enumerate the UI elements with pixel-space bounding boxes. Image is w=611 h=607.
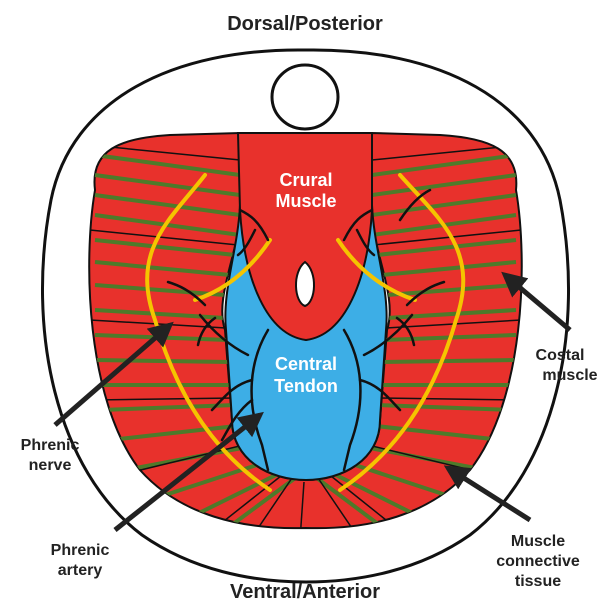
costal-muscle-label-1: Costal: [536, 347, 585, 364]
phrenic-artery-label-1: Phrenic: [51, 542, 110, 559]
phrenic-artery-label-2: artery: [58, 562, 103, 579]
phrenic-nerve-label-2: nerve: [29, 457, 72, 474]
dorsal-label: Dorsal/Posterior: [227, 13, 383, 35]
ventral-label: Ventral/Anterior: [230, 581, 380, 603]
costal-muscle-label-2: muscle: [542, 367, 597, 384]
connective-tissue-label-2: connective: [496, 553, 580, 570]
phrenic-nerve-label-1: Phrenic: [21, 437, 80, 454]
crural-muscle-label-2: Muscle: [275, 191, 336, 211]
connective-tissue-label-1: Muscle: [511, 533, 565, 550]
connective-tissue-label-3: tissue: [515, 573, 561, 590]
esophageal-opening: [296, 262, 314, 306]
central-tendon-label-2: Tendon: [274, 376, 338, 396]
central-tendon-label-1: Central: [275, 354, 337, 374]
vertebra: [272, 65, 338, 129]
crural-muscle-label-1: Crural: [279, 170, 332, 190]
